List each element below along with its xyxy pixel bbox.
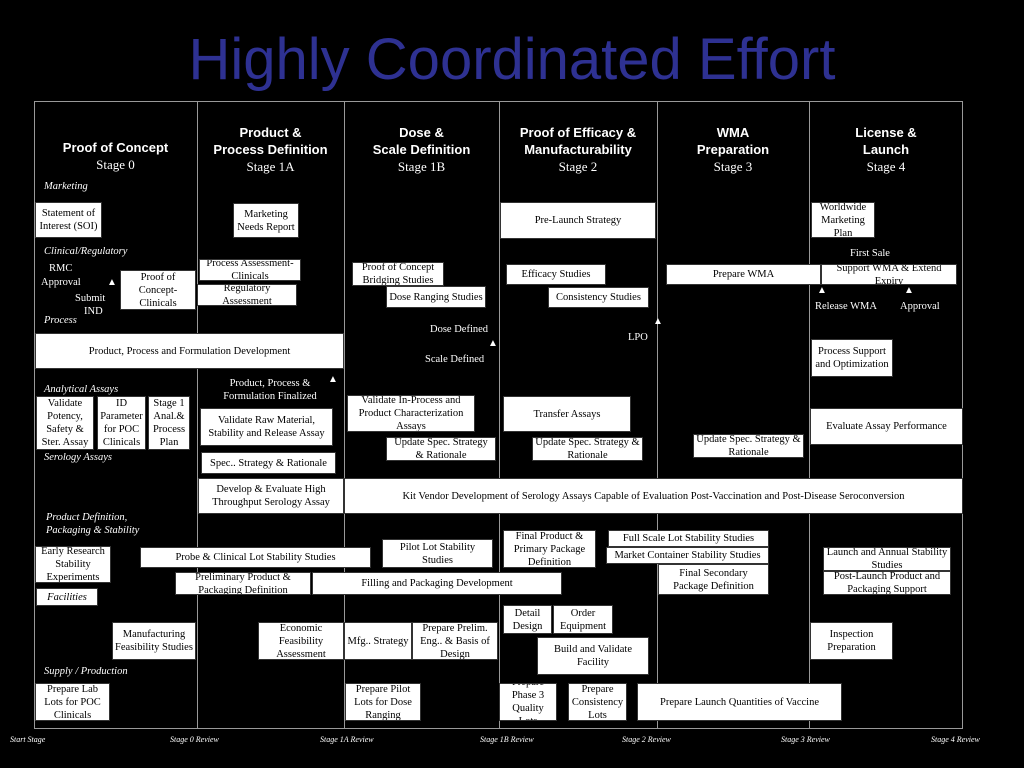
build-validate-box: Build and Validate Facility xyxy=(537,637,649,675)
milestone-triangle: ▲ xyxy=(328,374,338,385)
support-wma-box: Support WMA & Extend Expiry xyxy=(821,264,957,285)
page-title: Highly Coordinated Effort xyxy=(188,27,836,92)
review-stage4: Stage 4 Review xyxy=(931,735,980,744)
pilot-lot-box: Pilot Lot Stability Studies xyxy=(382,539,493,568)
develop-serology-box: Develop & Evaluate High Throughput Serol… xyxy=(198,478,344,514)
validate-potency-box: Validate Potency, Safety & Ster. Assay xyxy=(36,396,94,450)
first-sale-label: First Sale xyxy=(850,248,890,259)
mfg-feasibility-box: Manufacturing Feasibility Studies xyxy=(112,622,196,660)
stage1-plan-box: Stage 1 Anal.& Process Plan xyxy=(148,396,190,450)
market-container-box: Market Container Stability Studies xyxy=(606,547,769,564)
section-supply: Supply / Production xyxy=(44,666,128,677)
stage-divider xyxy=(344,101,345,729)
stage-divider xyxy=(657,101,658,729)
early-research-box: Early Research Stability Experiments xyxy=(35,546,111,583)
marketing-needs-box: Marketing Needs Report xyxy=(233,203,299,238)
milestone-triangle: ▲ xyxy=(817,285,827,296)
review-stage0: Stage 0 Review xyxy=(170,735,219,744)
order-equipment-box: Order Equipment xyxy=(553,605,613,634)
rmc-approval-label: Approval xyxy=(41,277,81,288)
section-process: Process xyxy=(44,315,77,326)
prepare-pilot-lots-box: Prepare Pilot Lots for Dose Ranging xyxy=(345,683,421,721)
dose-ranging-box: Dose Ranging Studies xyxy=(386,286,486,308)
review-stage1b: Stage 1B Review xyxy=(480,735,534,744)
process-assessment-box: Process Assessment- Clinicals xyxy=(199,259,301,281)
process-support-box: Process Support and Optimization xyxy=(811,339,893,377)
poc-clinicals-box: Proof of Concept- Clinicals xyxy=(120,270,196,310)
milestone-triangle: ▲ xyxy=(107,277,117,288)
review-start: Start Stage xyxy=(10,735,46,744)
prepare-lab-lots-box: Prepare Lab Lots for POC Clinicals xyxy=(35,683,110,721)
approval-label: Approval xyxy=(900,301,940,312)
ppf-development-box: Product, Process and Formulation Develop… xyxy=(35,333,344,369)
probe-clinical-box: Probe & Clinical Lot Stability Studies xyxy=(140,547,371,568)
id-parameter-box: ID Parameter for POC Clinicals xyxy=(97,396,146,450)
validate-inprocess-box: Validate In-Process and Product Characte… xyxy=(347,395,475,432)
ppf-finalized-label: Product, Process & Formulation Finalized xyxy=(223,378,317,402)
stage-divider xyxy=(499,101,500,729)
detail-design-box: Detail Design xyxy=(503,605,552,634)
update-spec-2-box: Update Spec. Strategy & Rationale xyxy=(532,437,643,461)
prelaunch-box: Pre-Launch Strategy xyxy=(500,202,656,239)
update-spec-3-box: Update Spec. Strategy & Rationale xyxy=(693,434,804,458)
final-product-box: Final Product & Primary Package Definiti… xyxy=(503,530,596,568)
economic-feasibility-box: Economic Feasibility Assessment xyxy=(258,622,344,660)
release-wma-label: Release WMA xyxy=(815,301,877,312)
launch-annual-box: Launch and Annual Stability Studies xyxy=(823,547,951,571)
prelim-engineering-box: Prepare Prelim. Eng.. & Basis of Design xyxy=(412,622,498,660)
section-clinical: Clinical/Regulatory xyxy=(44,246,128,257)
worldwide-plan-box: Worldwide Marketing Plan xyxy=(811,202,875,238)
transfer-assays-box: Transfer Assays xyxy=(503,396,631,432)
regulatory-assessment-box: Regulatory Assessment xyxy=(197,284,297,306)
efficacy-studies-box: Efficacy Studies xyxy=(506,264,606,285)
inspection-prep-box: Inspection Preparation xyxy=(810,622,893,660)
evaluate-assay-box: Evaluate Assay Performance xyxy=(810,408,963,445)
full-scale-box: Full Scale Lot Stability Studies xyxy=(608,530,769,547)
milestone-triangle: ▲ xyxy=(653,316,663,327)
section-analytical: Analytical Assays xyxy=(44,384,119,395)
filling-packaging-box: Filling and Packaging Development xyxy=(312,572,562,595)
stage-divider xyxy=(809,101,810,729)
post-launch-box: Post-Launch Product and Packaging Suppor… xyxy=(823,571,951,595)
final-secondary-box: Final Secondary Package Definition xyxy=(658,564,769,595)
mfg-strategy-box: Mfg.. Strategy xyxy=(344,622,412,660)
milestone-triangle: ▲ xyxy=(488,338,498,349)
stage-divider xyxy=(197,101,198,729)
consistency-studies-box: Consistency Studies xyxy=(548,287,649,308)
preliminary-product-box: Preliminary Product & Packaging Definiti… xyxy=(175,572,311,595)
soi-box: Statement of Interest (SOI) xyxy=(35,202,102,238)
validate-raw-material-box: Validate Raw Material, Stability and Rel… xyxy=(200,408,333,446)
review-stage1a: Stage 1A Review xyxy=(320,735,374,744)
review-stage3: Stage 3 Review xyxy=(781,735,830,744)
section-product-definition: Product Definition, xyxy=(46,512,128,523)
section-marketing: Marketing xyxy=(44,181,88,192)
rmc-label: RMC xyxy=(49,263,73,274)
prepare-consistency-box: Prepare Consistency Lots xyxy=(568,683,627,721)
dose-defined-label: Dose Defined xyxy=(430,324,489,335)
prepare-wma-box: Prepare WMA xyxy=(666,264,821,285)
ind-label: IND xyxy=(84,306,103,317)
kit-vendor-box: Kit Vendor Development of Serology Assay… xyxy=(344,478,963,514)
review-stage2: Stage 2 Review xyxy=(622,735,671,744)
scale-defined-label: Scale Defined xyxy=(425,354,485,365)
spec-strategy-box: Spec.. Strategy & Rationale xyxy=(201,452,336,474)
prepare-phase3-box: Prepare Phase 3 Quality Lots xyxy=(499,683,557,721)
lpo-label: LPO xyxy=(628,332,648,343)
section-serology: Serology Assays xyxy=(44,452,112,463)
submit-label: Submit xyxy=(75,293,106,304)
update-spec-1b-box: Update Spec. Strategy & Rationale xyxy=(386,437,496,461)
poc-bridging-box: Proof of Concept Bridging Studies xyxy=(352,262,444,286)
prepare-launch-box: Prepare Launch Quantities of Vaccine xyxy=(637,683,842,721)
milestone-triangle: ▲ xyxy=(904,285,914,296)
section-facilities: Facilities xyxy=(36,588,98,606)
section-packaging: Packaging & Stability xyxy=(46,525,140,536)
